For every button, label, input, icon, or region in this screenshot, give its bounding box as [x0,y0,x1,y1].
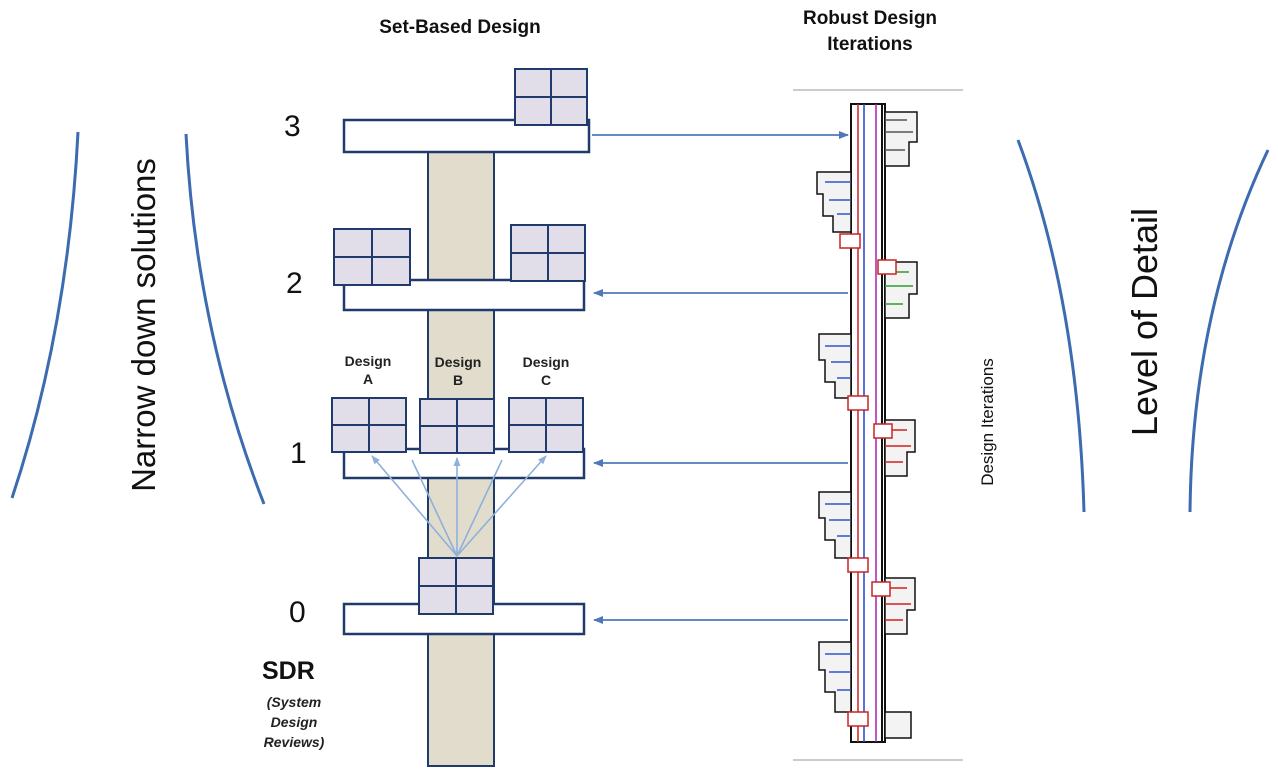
design-a-label: Design A [333,352,403,388]
sdr-subtitle-line-2: Design [244,712,344,732]
level-number-0: 0 [289,596,306,630]
robust-design-header: Robust Design Iterations [770,6,970,58]
design-c-label-line-1: Design [511,353,581,371]
design-c-label: Design C [511,353,581,389]
design-a-label-line-1: Design [333,352,403,370]
sdr-subtitle: (System Design Reviews) [244,692,344,752]
design-block-a [332,398,406,452]
narrow-down-solutions-label: Narrow down solutions [124,125,164,525]
connector-arrows [592,135,848,620]
design-iterations-label: Design Iterations [977,352,999,492]
robust-header-line-2: Iterations [770,32,970,58]
design-block-level-3 [515,69,587,125]
set-based-design-header: Set-Based Design [340,15,580,41]
level-of-detail-label: Level of Detail [1123,182,1167,462]
design-block-level-0 [419,558,493,614]
left-bracket-outer [12,132,78,498]
design-block-level-2-left [334,229,410,285]
right-bracket-outer [1190,150,1268,512]
design-block-c [509,398,583,452]
level-number-1: 1 [290,437,307,471]
design-block-b [420,399,494,453]
design-b-label: Design B [423,353,493,389]
stack-spine [851,104,885,742]
robust-header-line-1: Robust Design [770,6,970,32]
robust-iterations-stack [793,90,963,760]
design-a-label-line-2: A [333,370,403,388]
sdr-subtitle-line-3: Reviews) [244,732,344,752]
right-bracket-inner [1018,140,1084,512]
design-block-level-2-right [511,225,585,281]
design-b-label-line-1: Design [423,353,493,371]
sdr-subtitle-line-1: (System [244,692,344,712]
level-number-2: 2 [286,267,303,301]
design-b-label-line-2: B [423,371,493,389]
left-bracket-inner [186,134,264,504]
sdr-title: SDR [262,657,315,686]
design-c-label-line-2: C [511,371,581,389]
level-number-3: 3 [284,110,301,144]
